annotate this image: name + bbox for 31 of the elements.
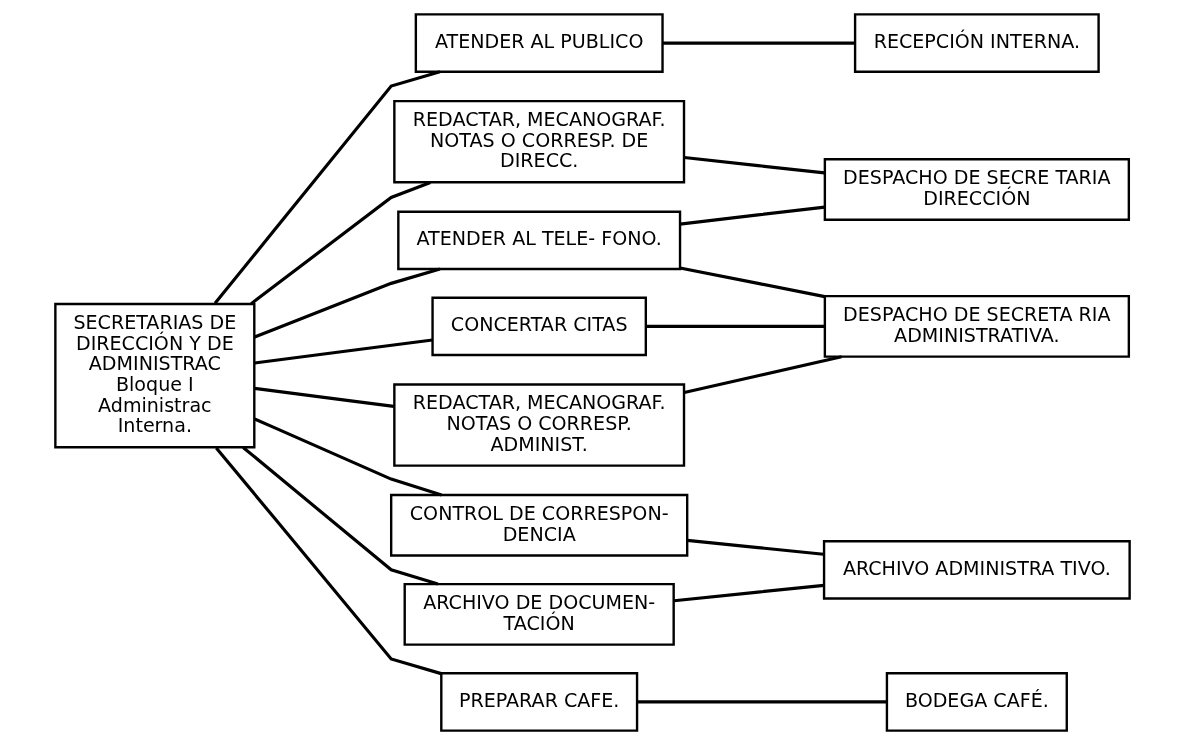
connector xyxy=(683,155,825,175)
connector xyxy=(636,700,886,704)
node-box: BODEGA CAFÉ. xyxy=(885,672,1068,732)
connector xyxy=(213,70,440,305)
node-box: REDACTAR, MECANOGRAF. NOTAS O CORRESP. DE DIRECC. xyxy=(392,99,685,184)
node-box: RECEPCIÓN INTERNA. xyxy=(853,13,1100,73)
connector xyxy=(662,41,855,45)
connector xyxy=(679,205,825,226)
connector xyxy=(673,583,824,603)
node-box: REDACTAR, MECANOGRAF. NOTAS O CORRESP. ADMINIST. xyxy=(392,383,685,467)
connector xyxy=(253,417,442,497)
connector xyxy=(645,324,825,328)
node-box: ARCHIVO DE DOCUMEN- TACIÓN xyxy=(403,582,675,646)
connector xyxy=(253,267,440,339)
connector xyxy=(686,538,824,556)
node-box: DESPACHO DE SECRE TARIA DIRECCIÓN xyxy=(823,158,1130,221)
connector xyxy=(253,338,433,365)
node-box: ATENDER AL PUBLICO xyxy=(414,13,664,73)
connector xyxy=(679,266,825,299)
node-box: CONTROL DE CORRESPON- DENCIA xyxy=(389,493,688,557)
connector xyxy=(683,355,842,394)
node-box: PREPARAR CAFE. xyxy=(439,672,638,732)
node-box: CONCERTAR CITAS xyxy=(430,296,647,357)
node-box: ARCHIVO ADMINISTRA TIVO. xyxy=(822,540,1131,600)
connector xyxy=(214,446,442,676)
node-box: DESPACHO DE SECRETA RIA ADMINISTRATIVA. xyxy=(823,294,1130,358)
node-box: SECRETARIAS DE DIRECCIÓN Y DE ADMINISTRAC Bloque I Administrac Interna. xyxy=(53,302,255,449)
connector xyxy=(249,181,431,305)
connector xyxy=(253,386,394,408)
node-box: ATENDER AL TELE- FONO. xyxy=(396,210,681,271)
connector xyxy=(241,446,438,586)
